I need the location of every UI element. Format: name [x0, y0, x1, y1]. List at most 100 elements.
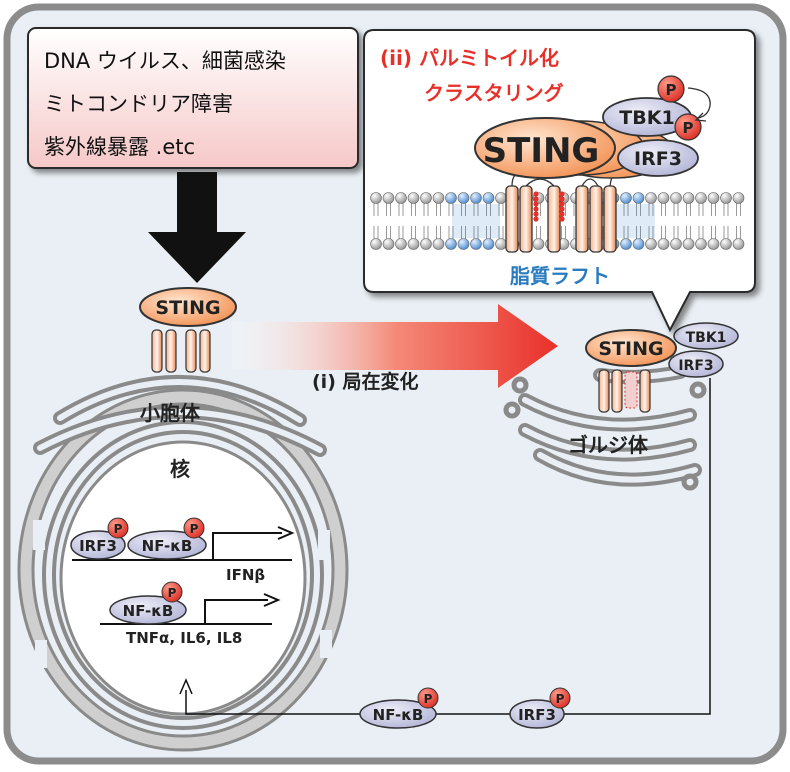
- cytoplasm-nfkb: NF-κB P: [359, 687, 439, 729]
- nucleus-nfkb-label-2: NF-κB: [123, 602, 174, 620]
- raft-lipid-head: [482, 238, 495, 250]
- palmitoyl-bead: [559, 191, 565, 197]
- palmitoyl-bead: [533, 216, 539, 222]
- lipid-head: [382, 238, 395, 250]
- lipid-head: [395, 192, 407, 204]
- nucleus-label: 核: [170, 457, 190, 481]
- translocation-arrow: [232, 304, 558, 388]
- lipid-head: [670, 238, 682, 250]
- lipid-head: [420, 192, 432, 204]
- er-sting-helices: [151, 329, 211, 373]
- lipid-head: [532, 238, 545, 250]
- return-pathway: [185, 378, 711, 715]
- return-arrowhead: [179, 678, 193, 695]
- lipid-head: [382, 192, 395, 204]
- nucleus-irf3-label: IRF3: [79, 537, 117, 555]
- phospho-nfkb-cytoplasm: P: [424, 692, 433, 706]
- lipid-head: [657, 238, 670, 250]
- lipid-head: [495, 238, 507, 250]
- raft-label: 脂質ラフト: [510, 264, 610, 288]
- lipid-head: [732, 192, 745, 204]
- golgi-label: ゴルジ体: [568, 433, 649, 457]
- golgi-irf3-label: IRF3: [678, 358, 713, 374]
- callout-sting-label: STING: [483, 131, 600, 171]
- phospho-tbk1-callout: P: [666, 81, 677, 99]
- lipid-head: [682, 238, 695, 250]
- lipid-head: [407, 192, 420, 204]
- palmitoyl-bead: [533, 206, 539, 212]
- trigger-line-2: ミトコンドリア障害: [44, 92, 233, 116]
- lipid-head: [432, 192, 445, 204]
- raft-lipid-head: [470, 192, 482, 204]
- lipid-head: [707, 238, 720, 250]
- raft-lipid-head: [632, 192, 645, 204]
- callout-tbk1-label: TBK1: [619, 107, 674, 129]
- autophospho-arrow: [687, 87, 711, 119]
- step-i-label: (i) 局在変化: [312, 370, 419, 393]
- lipid-head: [395, 238, 407, 250]
- golgi-sting-complex: STING TBK1 IRF3: [585, 322, 739, 413]
- callout-box: (ii) パルミトイル化 クラスタリング STING TBK1 IRF3 P P…: [363, 29, 756, 333]
- raft-lipid-head: [482, 192, 495, 204]
- tm-helix: [603, 185, 617, 253]
- palmitoyl-bead: [559, 196, 565, 202]
- raft-lipid-head: [632, 238, 645, 250]
- lipid-head: [370, 192, 382, 204]
- raft-region: [452, 204, 500, 238]
- raft-lipid-head: [457, 192, 470, 204]
- lipid-head: [645, 238, 657, 250]
- lipid-head: [720, 192, 732, 204]
- nucleus: [17, 388, 349, 752]
- cytokine-promoter: NF-κB P TNFα, IL6, IL8: [100, 581, 281, 647]
- er-sting: STING: [139, 287, 237, 373]
- palmitoyl-bead: [533, 196, 539, 202]
- trigger-down-arrow: [148, 172, 246, 283]
- lipid-head: [432, 238, 445, 250]
- raft-lipid-head: [620, 192, 632, 204]
- phospho-nfkb-nucleus-1: P: [190, 522, 199, 536]
- lipid-head: [657, 192, 670, 204]
- phospho-irf3-callout: P: [683, 119, 694, 137]
- golgi-sting-label: STING: [598, 338, 663, 360]
- palmitoyl-bead: [533, 211, 539, 217]
- lipid-head: [370, 238, 382, 250]
- palmitoyl-bead: [533, 201, 539, 207]
- ifn-gene-label: IFNβ: [226, 566, 265, 584]
- trigger-line-3: 紫外線暴露 .etc: [44, 135, 195, 159]
- step-ii-line-1: (ii) パルミトイル化: [380, 46, 559, 70]
- palmitoyl-bead: [559, 216, 565, 222]
- raft-lipid-head: [445, 192, 457, 204]
- lipid-head: [682, 192, 695, 204]
- trigger-line-1: DNA ウイルス、細菌感染: [44, 49, 286, 73]
- tm-helix: [505, 185, 519, 253]
- palmitoyl-bead: [559, 211, 565, 217]
- phospho-irf3-cytoplasm: P: [556, 692, 565, 706]
- lipid-head: [670, 192, 682, 204]
- autophospho-arrowhead: [694, 112, 707, 122]
- raft-lipid-head: [620, 238, 632, 250]
- tm-helix: [519, 185, 533, 253]
- lipid-head: [495, 192, 507, 204]
- raft-lipid-head: [445, 238, 457, 250]
- sting-cluster-front: [474, 117, 616, 179]
- trigger-box: DNA ウイルス、細菌感染 ミトコンドリア障害 紫外線暴露 .etc: [27, 27, 359, 169]
- phospho-nfkb-nucleus-2: P: [168, 586, 177, 600]
- raft-lipid-head: [457, 238, 470, 250]
- palmitoyl-bead: [559, 201, 565, 207]
- sting-transmembrane-helices: [505, 171, 621, 253]
- ifn-promoter: IRF3 P NF-κB P IFNβ: [70, 517, 295, 584]
- lipid-head: [707, 192, 720, 204]
- phospho-irf3-nucleus: P: [114, 522, 123, 536]
- lipid-head: [720, 238, 732, 250]
- tm-helix: [547, 185, 561, 253]
- lipid-head: [645, 192, 657, 204]
- nucleus-nfkb-label-1: NF-κB: [142, 537, 193, 555]
- palmitoyl-bead: [559, 206, 565, 212]
- golgi-tbk1-label: TBK1: [686, 330, 727, 346]
- lipid-head: [407, 238, 420, 250]
- palmitoyl-bead: [533, 191, 539, 197]
- cytoplasm-irf3-label: IRF3: [518, 706, 556, 724]
- tm-helix: [575, 185, 589, 253]
